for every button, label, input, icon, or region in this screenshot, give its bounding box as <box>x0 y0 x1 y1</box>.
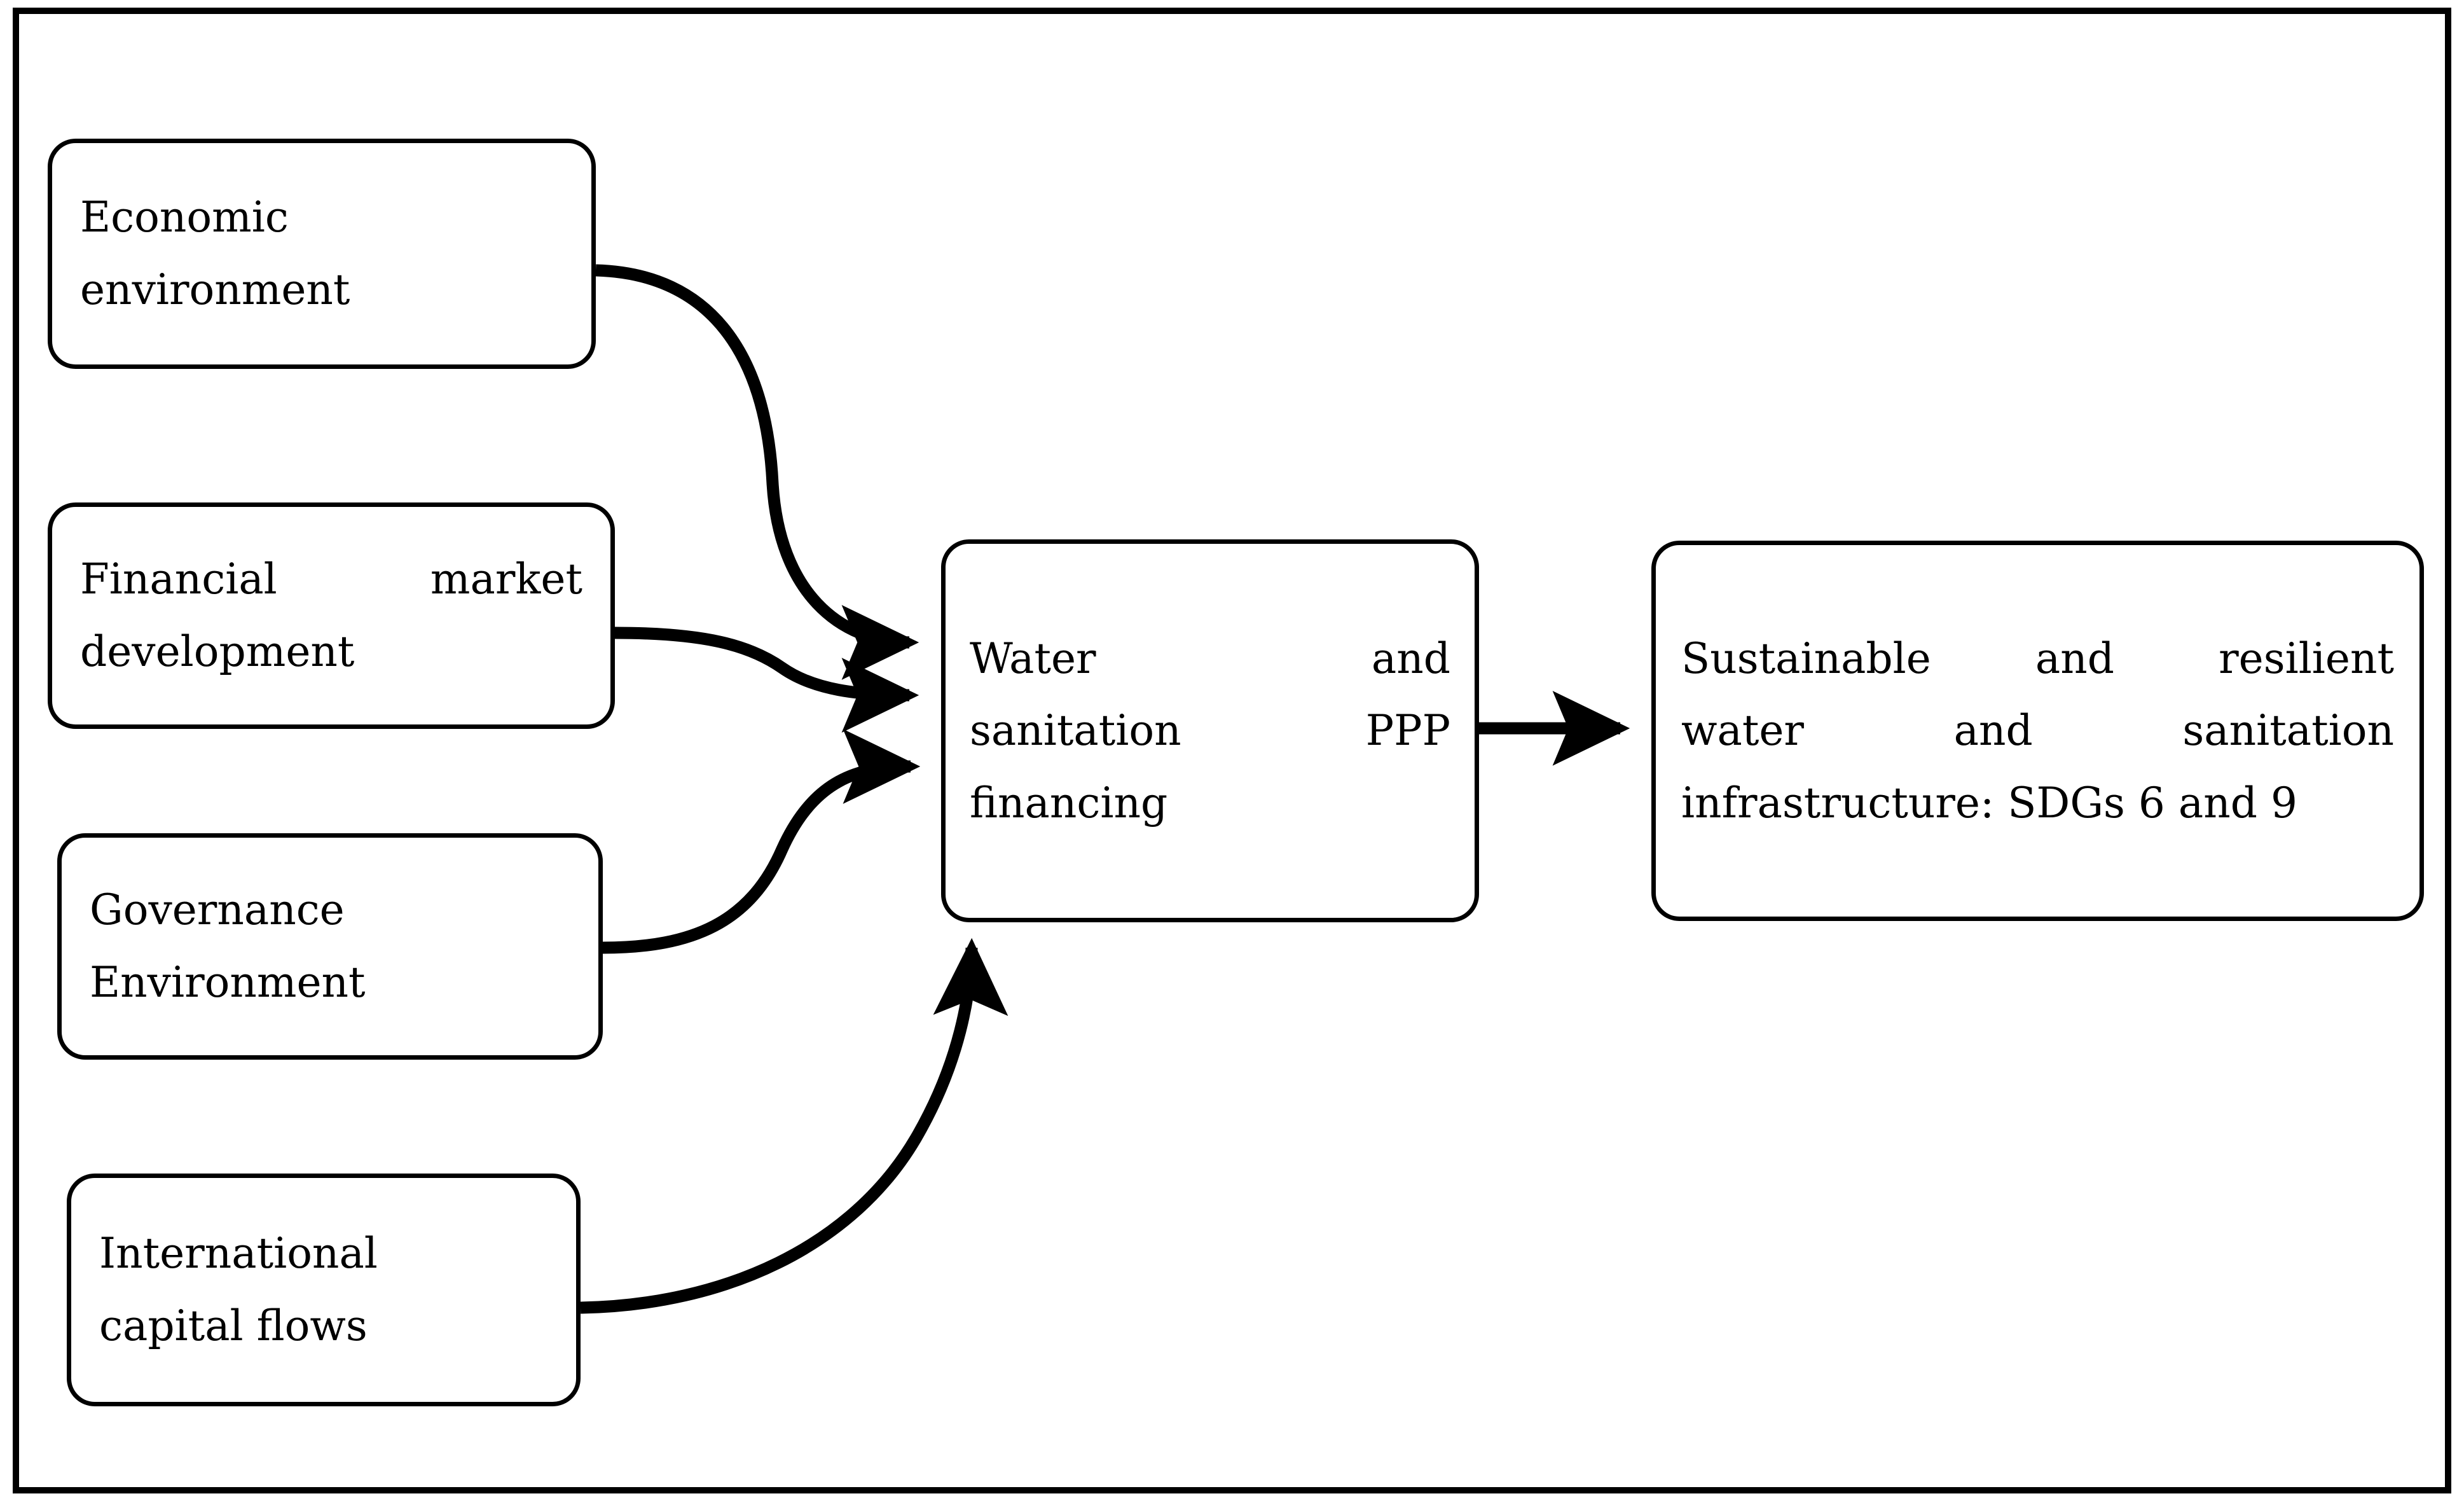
node-financial-market-development[interactable]: Financial market development <box>48 502 615 729</box>
diagram-frame-border <box>13 8 2451 1493</box>
node-sustainable-resilient-infrastructure-line-3: infrastructure: SDGs 6 and 9 <box>1681 778 2297 828</box>
node-sustainable-resilient-infrastructure[interactable]: Sustainable and resilient water and sani… <box>1651 541 2424 921</box>
node-international-capital-flows[interactable]: International capital flows <box>67 1174 581 1406</box>
node-water-sanitation-ppp-financing-line-3: financing <box>970 778 1168 828</box>
node-international-capital-flows-line-2: capital flows <box>99 1301 368 1350</box>
node-water-sanitation-ppp-financing[interactable]: Water and sanitation PPP financing <box>941 539 1479 922</box>
node-economic-environment-text: Economic environment <box>52 181 591 326</box>
node-governance-environment[interactable]: Governance Environment <box>57 833 603 1060</box>
node-sustainable-resilient-infrastructure-line-1: Sustainable and resilient <box>1681 634 2394 683</box>
node-economic-environment-line-2: environment <box>80 265 350 314</box>
node-financial-market-development-text: Financial market development <box>52 543 610 688</box>
node-financial-market-development-line-1: Financial market <box>80 555 582 604</box>
node-financial-market-development-line-2: development <box>80 627 355 676</box>
node-international-capital-flows-line-1: International <box>99 1229 378 1278</box>
node-economic-environment[interactable]: Economic environment <box>48 139 596 369</box>
node-international-capital-flows-text: International capital flows <box>71 1217 576 1362</box>
node-sustainable-resilient-infrastructure-line-2: water and sanitation <box>1681 706 2394 756</box>
node-water-sanitation-ppp-financing-text: Water and sanitation PPP financing <box>946 623 1475 840</box>
node-water-sanitation-ppp-financing-line-2: sanitation PPP <box>970 706 1450 756</box>
node-sustainable-resilient-infrastructure-text: Sustainable and resilient water and sani… <box>1656 623 2419 840</box>
node-governance-environment-text: Governance Environment <box>62 874 598 1018</box>
node-economic-environment-line-1: Economic <box>80 193 289 242</box>
node-water-sanitation-ppp-financing-line-1: Water and <box>970 634 1450 683</box>
node-governance-environment-line-2: Environment <box>90 958 366 1007</box>
node-governance-environment-line-1: Governance <box>90 885 345 935</box>
